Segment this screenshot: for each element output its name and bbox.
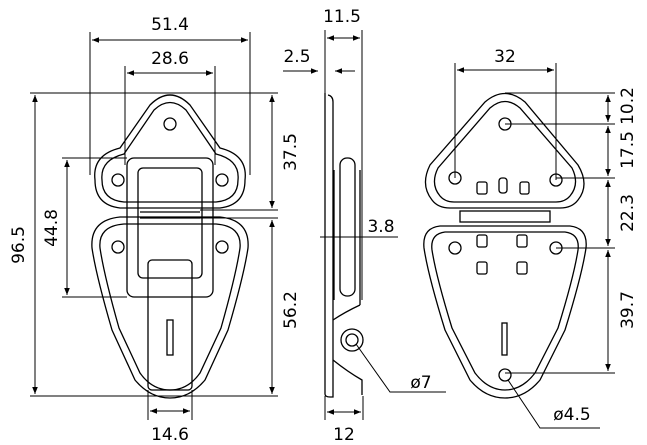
- top-hole: [163, 117, 177, 131]
- hinge: [459, 210, 551, 223]
- dim-tongue-width: 14.6: [151, 425, 189, 445]
- dim-lower-spacing: 39.7: [618, 291, 638, 329]
- dim-top-plate-height: 37.5: [281, 133, 301, 171]
- side-view: 11.5 2.5 3.8 ø7 12: [283, 7, 446, 445]
- dim-bottom-plate-height: 56.2: [281, 291, 301, 329]
- dim-pivot-diameter: ø7: [410, 373, 431, 393]
- back-view: 32 10.2 17.5 22.3 39.7 ø4.5: [423, 47, 638, 429]
- dim-hole-diameter: ø4.5: [553, 405, 590, 425]
- back-top-plate: [424, 92, 585, 209]
- bottom-hole: [498, 368, 512, 382]
- dim-hole-spacing: 28.6: [151, 49, 189, 69]
- dim-middle-spacing: 22.3: [618, 194, 638, 232]
- tongue: [147, 259, 193, 391]
- dim-plate-thickness: 2.5: [283, 47, 310, 67]
- dim-gap: 3.8: [367, 217, 394, 237]
- dim-base-depth: 12: [333, 425, 355, 445]
- front-view: 51.4 28.6 96.5 44.8 37.5 56.2 14.6: [9, 15, 301, 445]
- back-bottom-plate: [423, 225, 587, 399]
- dim-top-offset: 10.2: [618, 87, 638, 125]
- dim-back-hole-spacing: 32: [494, 47, 516, 67]
- side-plate: [324, 93, 334, 398]
- dim-latch-height: 44.8: [42, 209, 62, 247]
- dim-overall-depth: 11.5: [323, 7, 361, 27]
- dim-upper-spacing: 17.5: [618, 131, 638, 169]
- pivot: [340, 328, 364, 352]
- tongue-slot: [166, 319, 174, 356]
- bottom-plate-outline: [91, 216, 249, 399]
- top-plate-outline: [94, 94, 246, 209]
- dim-overall-height: 96.5: [9, 226, 29, 264]
- latch-frame: [126, 157, 214, 298]
- dim-overall-width: 51.4: [151, 15, 189, 35]
- side-latch: [339, 157, 356, 297]
